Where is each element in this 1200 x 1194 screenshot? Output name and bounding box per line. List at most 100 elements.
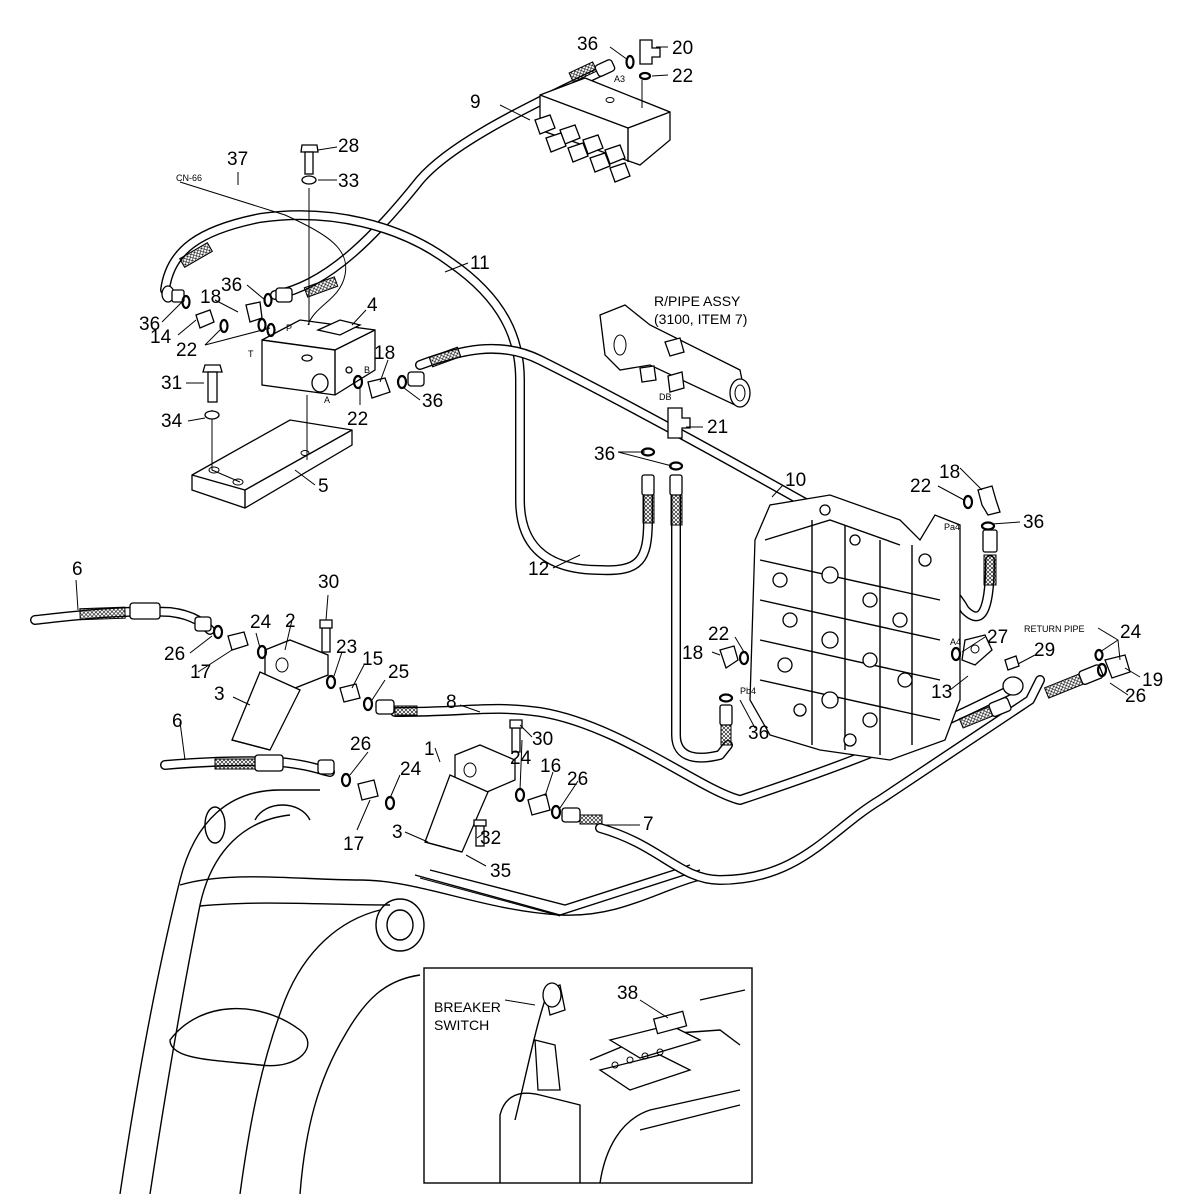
callout-27: 27 [987, 627, 1008, 648]
callout-16: 16 [540, 756, 561, 777]
control-block-4 [261, 319, 376, 396]
bolt-28-stack [300, 144, 319, 460]
callout-14: 14 [150, 327, 172, 348]
callout-20: 20 [672, 38, 693, 59]
callout-24c: 24 [510, 748, 532, 769]
callout-12: 12 [528, 559, 549, 580]
leader-lines [75, 46, 1141, 1019]
callout-22b: 22 [176, 340, 197, 361]
callout-17a: 17 [190, 662, 211, 683]
callout-26b: 26 [350, 734, 371, 755]
port-p-label: P [286, 323, 292, 333]
breaker-switch-line1: BREAKER [434, 999, 501, 1015]
callout-32: 32 [480, 828, 501, 849]
return-pipe-label: RETURN PIPE [1024, 624, 1085, 634]
callout-24b: 24 [400, 759, 422, 780]
callout-8: 8 [446, 692, 457, 713]
fittings-block-right [352, 371, 425, 399]
pa4-hose [982, 529, 998, 586]
callout-2: 2 [285, 611, 296, 632]
callout-34: 34 [161, 411, 183, 432]
callout-11: 11 [470, 253, 490, 274]
callout-18a: 18 [200, 287, 221, 308]
fittings-bracket-1 [317, 719, 603, 847]
callout-3a: 3 [214, 684, 225, 705]
callout-33: 33 [338, 171, 359, 192]
rpipe-label-line1: R/PIPE ASSY [654, 293, 741, 309]
bracket-1 [424, 744, 516, 853]
callout-35: 35 [490, 861, 511, 882]
callout-37: 37 [227, 149, 248, 170]
callout-31: 31 [161, 373, 182, 394]
port-b-label: B [364, 365, 370, 375]
callout-24a: 24 [250, 612, 272, 633]
port-a3-label: A3 [614, 74, 625, 84]
callout-3b: 3 [392, 822, 403, 843]
callout-6a: 6 [72, 559, 83, 580]
text-labels: R/PIPE ASSY (3100, ITEM 7) RETURN PIPE B… [176, 74, 1085, 1033]
boom-structure [119, 789, 701, 1194]
callout-36d: 36 [422, 391, 443, 412]
return-pipe-fittings [958, 648, 1131, 729]
port-pb4-label: Pb4 [740, 686, 756, 696]
callout-28: 28 [338, 136, 359, 157]
callout-25: 25 [388, 662, 409, 683]
callout-22c: 22 [347, 409, 368, 430]
callout-10: 10 [785, 470, 806, 491]
callout-18d: 18 [682, 643, 703, 664]
callout-24d: 24 [1120, 622, 1142, 643]
main-control-valve-10 [749, 494, 961, 761]
rpipe-label-line2: (3100, ITEM 7) [654, 311, 747, 327]
hose-6-upper [30, 602, 215, 635]
base-plate-5 [191, 419, 353, 509]
callout-18b: 18 [374, 343, 395, 364]
callout-23: 23 [336, 637, 357, 658]
callout-19: 19 [1142, 670, 1163, 691]
callout-36b: 36 [221, 275, 242, 296]
callout-22e: 22 [708, 624, 729, 645]
port-a4-label: A4 [950, 637, 961, 647]
callout-5: 5 [318, 476, 329, 497]
callout-38: 38 [617, 983, 638, 1004]
callout-17b: 17 [343, 834, 364, 855]
bolt-31-stack [202, 364, 241, 483]
callout-26c: 26 [567, 769, 588, 790]
hose-11 [160, 210, 653, 576]
callout-30a: 30 [318, 572, 339, 593]
callout-36a: 36 [577, 34, 598, 55]
callout-36g: 36 [748, 723, 769, 744]
port-t-label: T [248, 349, 254, 359]
callout-26a: 26 [164, 644, 185, 665]
callout-36e: 36 [594, 444, 615, 465]
port-pa4-label: Pa4 [944, 522, 960, 532]
callout-21: 21 [707, 417, 728, 438]
hose-9 [270, 61, 605, 300]
pipe-7 [595, 675, 1045, 885]
callout-29: 29 [1034, 640, 1055, 661]
port-db-label: DB [659, 392, 672, 402]
callout-22a: 22 [672, 66, 693, 87]
callout-1: 1 [424, 739, 435, 760]
valve-block-top [534, 39, 671, 183]
cn66-label: CN-66 [176, 173, 202, 183]
callout-26d: 26 [1125, 686, 1146, 707]
callout-30b: 30 [532, 729, 553, 750]
callout-13: 13 [931, 682, 952, 703]
breaker-switch-line2: SWITCH [434, 1017, 489, 1033]
callout-9: 9 [470, 92, 481, 113]
callout-36c: 36 [139, 314, 160, 335]
callout-15: 15 [362, 649, 383, 670]
bracket-2 [231, 639, 329, 751]
rpipe-assy [599, 304, 751, 471]
fittings-block-left [161, 285, 293, 338]
hose-6-lower [160, 754, 335, 777]
callout-6b: 6 [172, 711, 183, 732]
wire-cn66 [179, 181, 347, 326]
port-a-label: A [324, 395, 330, 405]
db-hoses [641, 474, 733, 763]
callout-18c: 18 [939, 462, 960, 483]
callouts: 1 2 3 3 4 5 6 6 7 8 9 10 11 12 13 14 15 … [72, 34, 1163, 1004]
fittings-control-valve [718, 485, 1020, 746]
callout-22d: 22 [910, 476, 931, 497]
